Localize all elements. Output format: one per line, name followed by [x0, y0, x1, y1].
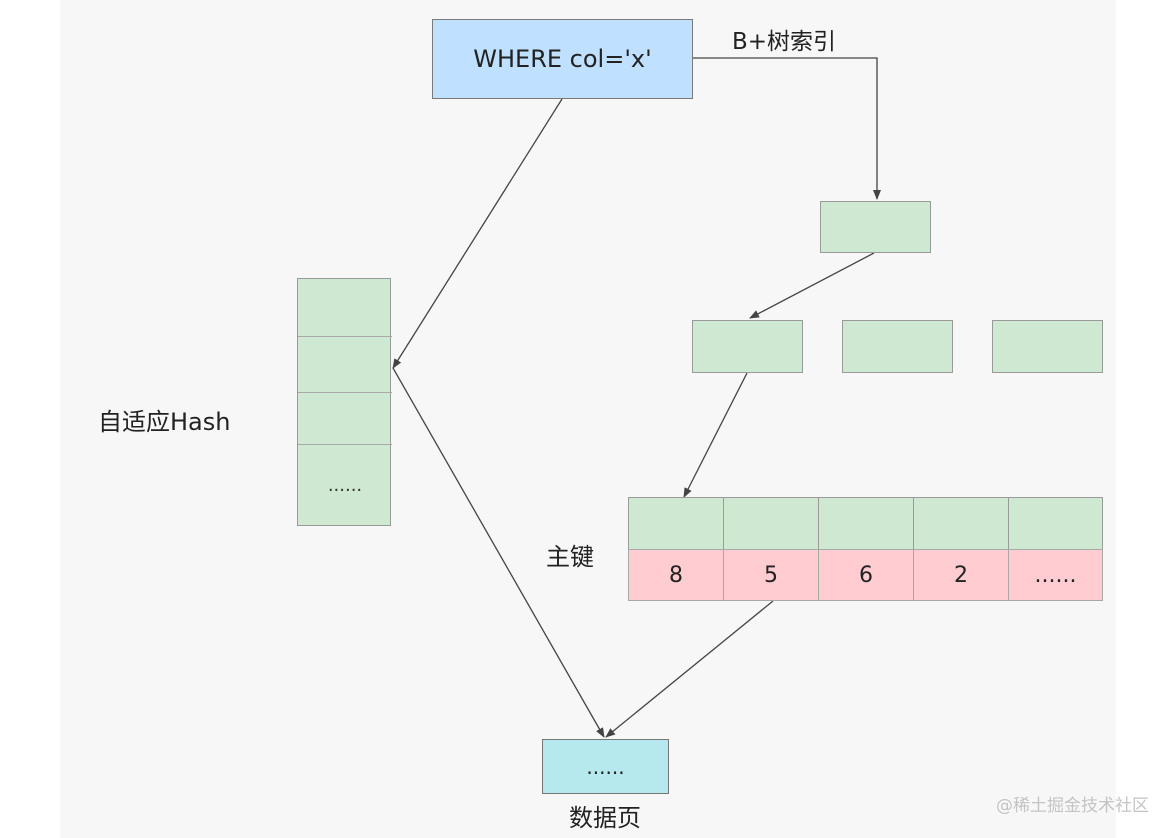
btree-child-node-1 [692, 320, 803, 373]
leaf-node-cell [913, 497, 1009, 550]
arrow-hash-to-data-page [392, 367, 605, 738]
leaf-node-cell [818, 497, 914, 550]
data-page-label: 数据页 [569, 804, 641, 832]
diagram-background [60, 0, 1116, 838]
query-box: WHERE col='x' [432, 19, 693, 99]
arrow-primary-key-to-data-page [605, 600, 774, 738]
primary-key-label: 主键 [546, 543, 594, 571]
hash-cell: ...... [327, 474, 363, 496]
btree-child-node-3 [992, 320, 1103, 373]
primary-key-cell: ...... [1008, 549, 1103, 601]
primary-key-cell: 2 [913, 549, 1009, 601]
primary-key-cell: 5 [723, 549, 819, 601]
btree-index-label: B+树索引 [732, 29, 837, 55]
btree-root-node [820, 201, 931, 253]
adaptive-hash-label: 自适应Hash [98, 408, 231, 436]
adaptive-hash-table: ...... [297, 278, 392, 526]
hash-cell [298, 393, 392, 445]
btree-child-node-2 [842, 320, 953, 373]
hash-cell [298, 279, 392, 337]
data-page-content: ...... [586, 754, 625, 779]
arrow-query-to-btree-root [693, 57, 881, 200]
leaf-node-cell [628, 497, 724, 550]
primary-key-cell: 8 [628, 549, 724, 601]
primary-key-cell: 6 [818, 549, 914, 601]
watermark-text: @稀土掘金技术社区 [996, 796, 1149, 816]
arrow-node-to-primary-key [683, 372, 748, 498]
leaf-node-cell [723, 497, 819, 550]
leaf-node-cell [1008, 497, 1103, 550]
data-page-box: ...... [542, 739, 669, 794]
arrow-query-to-hash [392, 98, 563, 369]
hash-cell [298, 337, 392, 393]
query-text: WHERE col='x' [473, 45, 652, 73]
arrow-root-to-left-node [749, 252, 875, 319]
